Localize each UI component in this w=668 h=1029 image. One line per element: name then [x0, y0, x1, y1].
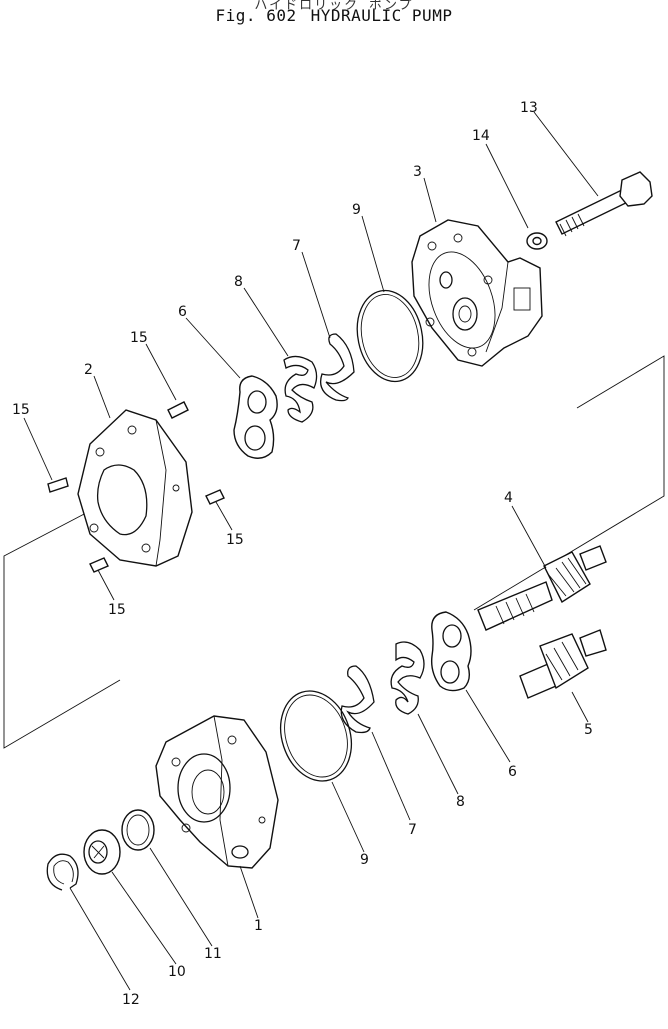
o-ring-top-part: [356, 289, 424, 383]
dowel-pins: [47, 401, 225, 573]
callout-7-bottom: 7: [408, 822, 417, 838]
spacer-ring-part: [121, 809, 155, 851]
seal-top-part: [283, 355, 318, 423]
bolt-part: [555, 171, 653, 237]
backup-ring-top-part: [319, 333, 355, 402]
callout-9-top: 9: [352, 202, 361, 218]
snap-ring-part: [46, 853, 79, 891]
callout-8-top: 8: [234, 274, 243, 290]
drive-gear-shaft-part: [477, 545, 607, 631]
callout-15-left: 15: [12, 402, 30, 418]
callout-13: 13: [520, 100, 538, 116]
seal-bottom-part: [390, 641, 425, 715]
callout-6-top: 6: [178, 304, 187, 320]
callout-6-bottom: 6: [508, 764, 517, 780]
figure-number: Fig. 602: [215, 6, 297, 25]
side-plate-top-part: [233, 375, 278, 459]
title-text: HYDRAULIC PUMP: [310, 6, 453, 25]
driven-gear-part: [519, 629, 607, 699]
side-plate-bottom-part: [430, 611, 472, 692]
callout-8-bottom: 8: [456, 794, 465, 810]
front-housing-part: [155, 715, 279, 869]
callout-9-bottom: 9: [360, 852, 369, 868]
oil-seal-part: [83, 829, 121, 875]
callout-10: 10: [168, 964, 186, 980]
callout-1: 1: [254, 918, 263, 934]
callout-12: 12: [122, 992, 140, 1008]
callout-15-right: 15: [226, 532, 244, 548]
leader-lines: [23, 111, 599, 991]
callout-15-top: 15: [130, 330, 148, 346]
callout-7-top: 7: [292, 238, 301, 254]
pump-body-part: [77, 409, 193, 567]
callout-3: 3: [413, 164, 422, 180]
japanese-title: ハイドロリック ポンプ: [254, 0, 414, 13]
rear-cover-part: [411, 219, 543, 367]
callout-11: 11: [204, 946, 222, 962]
figure-title: Fig. 602 HYDRAULIC PUMP: [0, 6, 668, 25]
callout-2: 2: [84, 362, 93, 378]
callout-15-bottom: 15: [108, 602, 126, 618]
o-ring-bottom-part: [280, 690, 352, 782]
callout-numbers: 3 13 14 9 7 8 6 2 15 15 15 15 4 5 6 8 7 …: [12, 100, 593, 1008]
callout-14: 14: [472, 128, 490, 144]
callout-5: 5: [584, 722, 593, 738]
washer-part: [526, 232, 548, 250]
assembly-bracket-lines: [3, 355, 665, 749]
callout-4: 4: [504, 490, 513, 506]
backup-ring-bottom-part: [340, 665, 375, 734]
